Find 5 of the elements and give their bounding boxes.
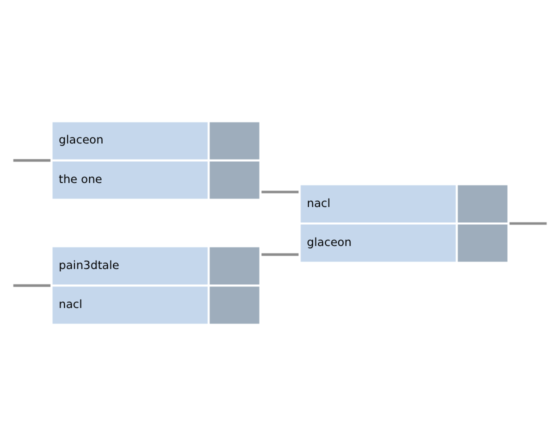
- connector: [13, 284, 50, 287]
- connector: [262, 190, 299, 194]
- connector: [510, 222, 547, 225]
- connector: [262, 253, 299, 256]
- connector: [13, 159, 50, 162]
